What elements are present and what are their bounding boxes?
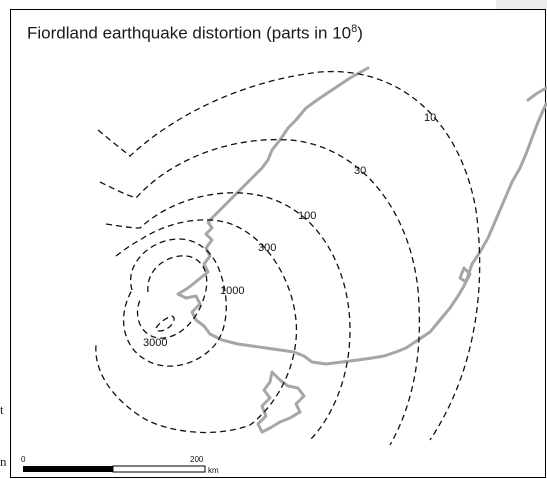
map-title: Fiordland earthquake distortion (parts i… — [27, 23, 363, 44]
contour-label-30: 30 — [354, 165, 366, 177]
contour-label-3000: 3000 — [143, 337, 167, 349]
coastline-bay — [458, 266, 472, 284]
contour-100 — [105, 192, 351, 441]
scale-start-label: 0 — [21, 455, 26, 464]
scale-bar-black-segment — [23, 466, 113, 472]
clipped-side-text: t — [0, 402, 4, 417]
map-title-text: Fiordland earthquake distortion (parts i… — [27, 23, 352, 43]
clipped-side-text: n — [0, 454, 7, 469]
map-title-close: ) — [357, 23, 363, 43]
corner-panel — [496, 0, 547, 9]
coastline-east-spur — [526, 86, 547, 102]
contour-2000 — [136, 255, 208, 339]
contour-10 — [97, 70, 481, 441]
coastline — [176, 66, 547, 434]
contour-3000 — [155, 315, 175, 332]
contour-30 — [99, 138, 421, 446]
scale-end-label: 200 — [190, 455, 204, 464]
contour-label-100: 100 — [298, 210, 316, 222]
scale-unit-label: km — [208, 466, 219, 475]
contours — [95, 70, 481, 446]
contour-label-1000: 1000 — [220, 285, 244, 297]
scale-bar: 0 200 km — [21, 455, 219, 475]
scale-bar-white-segment — [112, 465, 206, 473]
coastline-west — [176, 66, 547, 366]
map-title-exponent: 8 — [351, 23, 358, 35]
contour-300 — [95, 219, 298, 434]
stewart-island — [256, 370, 306, 434]
contour-label-300: 300 — [258, 242, 276, 254]
contour-labels: 10 30 100 300 1000 3000 — [143, 112, 436, 349]
map-frame — [10, 9, 546, 478]
contour-label-10: 10 — [424, 112, 436, 124]
